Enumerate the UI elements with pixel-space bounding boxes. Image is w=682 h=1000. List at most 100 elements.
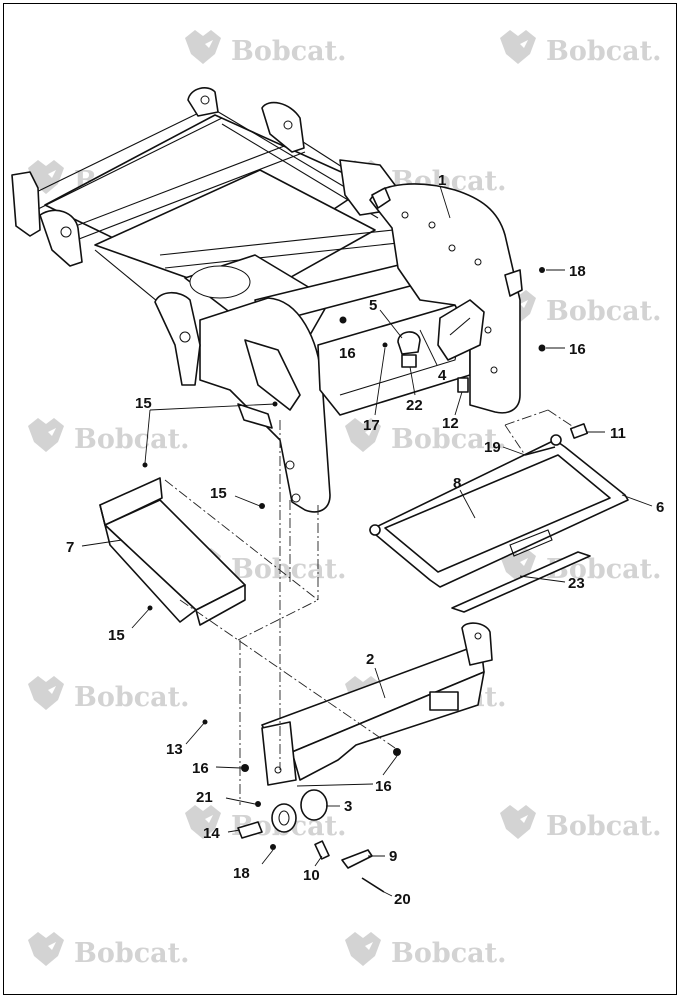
nut-17 xyxy=(382,342,388,348)
watermark-text: Bobcat. xyxy=(546,296,662,327)
leader-line xyxy=(296,783,374,787)
bolt-15-left xyxy=(142,462,148,468)
watermark-text: Bobcat. xyxy=(74,682,190,713)
pivot-hole xyxy=(283,120,293,130)
callout-11: 11 xyxy=(610,425,626,442)
panel-hole xyxy=(490,366,498,374)
left-side-plate xyxy=(154,291,201,386)
assembly-line xyxy=(504,409,549,426)
nut-16-lower-left xyxy=(241,764,249,772)
panel-hole xyxy=(291,493,301,503)
bobcat-head-logo-icon xyxy=(28,932,64,966)
leader-line xyxy=(439,185,451,219)
watermark-text: Bobcat. xyxy=(391,938,507,969)
assembly-line xyxy=(164,479,319,601)
watermark: Bobcat. xyxy=(500,548,662,585)
frame-tube xyxy=(59,139,301,233)
callout-15: 15 xyxy=(210,485,227,502)
watermark: Bobcat. xyxy=(345,418,507,455)
leader-line xyxy=(144,409,151,464)
callout-18: 18 xyxy=(569,263,586,280)
main-frame-assembly xyxy=(11,87,523,513)
callout-20: 20 xyxy=(394,891,411,908)
callout-13: 13 xyxy=(166,741,183,758)
pan-inner xyxy=(384,454,611,573)
nut-16-center xyxy=(339,316,347,324)
callout-9: 9 xyxy=(389,848,397,865)
pan-slot xyxy=(509,529,553,557)
panel-hole xyxy=(474,258,482,266)
callout-17: 17 xyxy=(363,417,380,434)
callout-8: 8 xyxy=(453,475,461,492)
callout-16: 16 xyxy=(375,778,392,795)
nut-18-upper xyxy=(539,267,545,273)
assembly-line xyxy=(237,599,319,641)
center-round-opening xyxy=(189,265,251,299)
bushing-bore xyxy=(278,810,290,826)
assembly-line xyxy=(504,424,526,456)
leader-line xyxy=(81,539,123,547)
pivot-hole xyxy=(200,95,210,105)
bobcat-head-logo-icon xyxy=(185,805,221,839)
leader-line xyxy=(379,309,403,339)
callout-18: 18 xyxy=(233,865,250,882)
bracket-15 xyxy=(237,403,273,429)
pivot-hole xyxy=(60,226,72,238)
panel-hole xyxy=(484,326,492,334)
leader-line xyxy=(454,391,463,416)
panel-hole xyxy=(448,244,456,252)
callout-22: 22 xyxy=(406,397,423,414)
leader-line xyxy=(227,829,241,833)
left-front-pivot-bracket xyxy=(39,209,83,267)
assembly-center-lines xyxy=(164,409,576,805)
callout-1: 1 xyxy=(438,172,446,189)
callout-14: 14 xyxy=(203,825,220,842)
leader-line xyxy=(374,667,386,699)
callout-16: 16 xyxy=(192,760,209,777)
bracket-hole xyxy=(474,632,482,640)
latch-component xyxy=(397,331,421,355)
bracket-slot xyxy=(449,317,471,336)
leader-line xyxy=(419,329,438,366)
lower-subframe xyxy=(261,622,493,786)
right-side-panel xyxy=(369,183,521,414)
watermark-text: Bobcat. xyxy=(546,811,662,842)
step-tray-side xyxy=(99,504,197,623)
leader-line xyxy=(502,446,526,456)
leader-line xyxy=(621,494,653,507)
watermark: Bobcat. xyxy=(28,676,190,713)
leader-lines xyxy=(81,185,653,897)
bobcat-head-logo-icon xyxy=(28,676,64,710)
shim-14 xyxy=(237,821,263,839)
watermark-text: Bobcat. xyxy=(231,36,347,67)
nut-16-upper-right xyxy=(538,344,546,352)
left-side-bracket xyxy=(244,339,301,411)
bobcat-head-logo-icon xyxy=(500,30,536,64)
leader-line xyxy=(519,575,566,583)
bobcat-head-logo-icon xyxy=(500,805,536,839)
callout-23: 23 xyxy=(568,575,585,592)
leader-line xyxy=(314,855,323,867)
watermark: Bobcat. xyxy=(185,30,347,67)
callout-labels: 1 18 5 16 16 4 17 22 12 15 11 19 8 6 15 … xyxy=(66,172,664,908)
leader-line xyxy=(225,797,256,805)
callout-7: 7 xyxy=(66,539,74,556)
callout-10: 10 xyxy=(303,867,320,884)
bushing-3-rear xyxy=(300,789,328,821)
callout-19: 19 xyxy=(484,439,501,456)
pivot-hole xyxy=(179,331,191,343)
watermark-text: Bobcat. xyxy=(546,36,662,67)
pin-10 xyxy=(314,840,330,860)
bracket-12 xyxy=(457,377,469,393)
left-rear-bracket xyxy=(11,171,41,237)
leader-line xyxy=(382,755,398,776)
bolt-19 xyxy=(524,446,556,456)
decal-strip-23 xyxy=(451,551,591,613)
watermark: Bobcat. xyxy=(500,805,662,842)
watermark: Bobcat. xyxy=(500,290,662,327)
right-pan-assembly xyxy=(369,423,629,613)
bracket-hole xyxy=(274,766,282,774)
watermark-text: Bobcat. xyxy=(74,424,190,455)
